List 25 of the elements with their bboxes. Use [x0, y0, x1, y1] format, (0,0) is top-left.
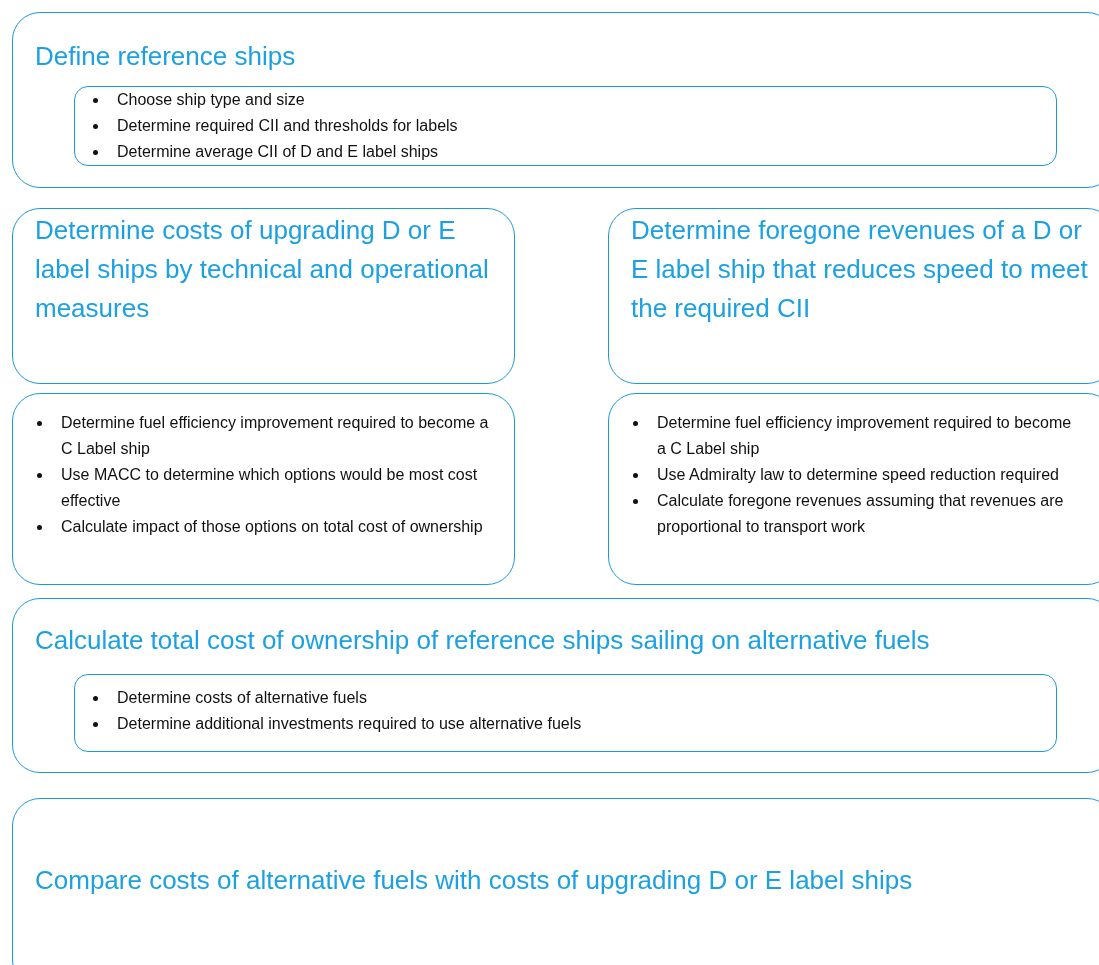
step-heading: Define reference ships [35, 40, 296, 73]
step-box [12, 598, 1099, 773]
bullet-text: Use Admiralty law to determine speed reduction required [657, 465, 1059, 485]
step-box [12, 393, 515, 585]
bullet-text: Use MACC to determine which options would be most cost effective [61, 465, 479, 511]
step-heading: Compare costs of alternative fuels with costs of upgrading D or E label ships [35, 864, 913, 897]
step-box [608, 208, 1099, 384]
bullet-text: Calculate impact of those options on total cost of ownership [61, 517, 483, 537]
step-heading: Calculate total cost of ownership of reference ships sailing on alternative fuels [35, 624, 930, 657]
bullet-text: Determine required CII and thresholds for labels [117, 116, 458, 136]
bullet-text: Determine average CII of D and E label ships [117, 142, 439, 162]
step-heading: Determine costs of upgrading D or E label ships by technical and operational measures [35, 214, 490, 325]
bullet-list-box [74, 674, 1057, 752]
bullet-text: Calculate foregone revenues assuming that revenues are proportional to transport work [657, 491, 1065, 537]
step-box [12, 12, 1099, 188]
bullet-text: Determine costs of alternative fuels [117, 688, 367, 708]
bullet-text: Choose ship type and size [117, 90, 305, 110]
step-box [12, 798, 1099, 965]
bullet-text: Determine fuel efficiency improvement required to become a C Label ship [61, 413, 490, 459]
bullet-text: Determine fuel efficiency improvement required to become a C Label ship [657, 413, 1073, 459]
step-box [608, 393, 1099, 585]
bullet-text: Determine additional investments required to use alternative fuels [117, 714, 582, 734]
step-box [12, 208, 515, 384]
bullet-list-box [74, 86, 1057, 166]
step-heading: Determine foregone revenues of a D or E label ship that reduces speed to meet the required CII [631, 214, 1089, 325]
